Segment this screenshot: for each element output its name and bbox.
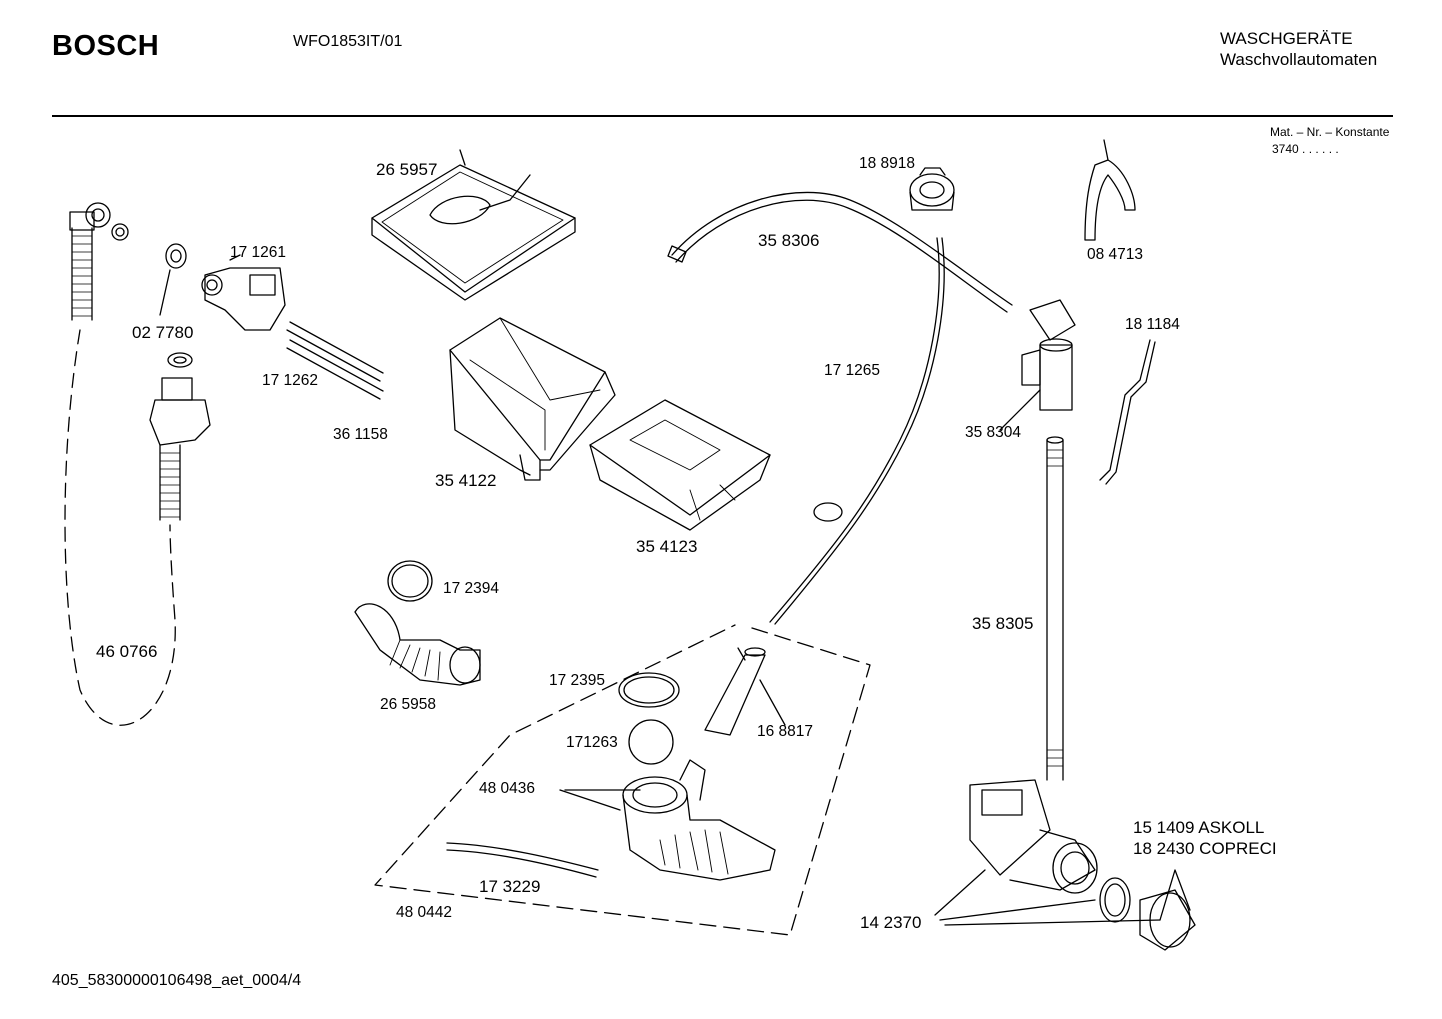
washer-drawing xyxy=(159,243,187,316)
part-label-173229[interactable]: 17 3229 xyxy=(479,877,541,896)
part-label-361158[interactable]: 36 1158 xyxy=(333,426,388,443)
part-label-265958[interactable]: 26 5958 xyxy=(380,696,437,713)
part-label-354122[interactable]: 35 4122 xyxy=(435,471,497,490)
brand-logo: BOSCH xyxy=(52,30,160,62)
part-label-151409[interactable]: 15 1409 ASKOLL xyxy=(1133,818,1265,837)
part-label-358304[interactable]: 35 8304 xyxy=(965,424,1022,441)
part-label-142370[interactable]: 14 2370 xyxy=(860,913,922,932)
part-label-168817[interactable]: 16 8817 xyxy=(757,723,814,740)
bellows-drawing xyxy=(354,560,481,686)
category-title: WASCHGERÄTE xyxy=(1220,29,1353,48)
drawer-cover-drawing xyxy=(371,149,576,301)
part-label-084713[interactable]: 08 4713 xyxy=(1087,246,1144,263)
mat-nr-label: Mat. – Nr. – Konstante xyxy=(1270,125,1390,139)
bracket-drawing xyxy=(1084,139,1136,241)
drain-pump-drawing xyxy=(934,779,1196,951)
valve-drawing xyxy=(201,254,286,331)
connector-358304-drawing xyxy=(999,299,1076,431)
drawer-housing-drawing xyxy=(449,317,616,481)
part-label-354123[interactable]: 35 4123 xyxy=(636,537,698,556)
sump-480436-drawing xyxy=(559,759,776,881)
hose-358306-drawing xyxy=(667,191,1013,313)
tubes-drawing xyxy=(286,321,384,400)
part-label-460766[interactable]: 46 0766 xyxy=(96,642,158,661)
part-label-171265[interactable]: 17 1265 xyxy=(824,362,881,379)
model-number: WFO1853IT/01 xyxy=(293,33,403,50)
part-label-358306[interactable]: 35 8306 xyxy=(758,231,820,250)
part-label-480436[interactable]: 48 0436 xyxy=(479,780,536,797)
inlet-hose-drawing xyxy=(64,202,211,726)
part-label-027780[interactable]: 02 7780 xyxy=(132,323,194,342)
hose-358305-drawing xyxy=(1046,436,1064,781)
detergent-drawer-drawing xyxy=(589,399,771,531)
part-label-172395[interactable]: 17 2395 xyxy=(549,672,606,689)
part-label-265957[interactable]: 26 5957 xyxy=(376,160,438,179)
pressure-switch-drawing xyxy=(909,167,955,211)
part-label-188918[interactable]: 18 8918 xyxy=(859,155,916,172)
tube-171265-drawing xyxy=(769,237,945,625)
mat-nr-value: 3740 . . . . . . xyxy=(1272,142,1339,156)
part-label-171261[interactable]: 17 1261 xyxy=(230,244,287,261)
sump-assembly-outline xyxy=(374,624,871,936)
part-label-358305[interactable]: 35 8305 xyxy=(972,614,1034,633)
ball-171263-drawing xyxy=(628,719,674,765)
rod-181184-drawing xyxy=(1099,339,1156,485)
part-label-480442[interactable]: 48 0442 xyxy=(396,904,453,921)
part-label-171263[interactable]: 171263 xyxy=(566,734,618,751)
part-label-171262[interactable]: 17 1262 xyxy=(262,372,319,389)
part-label-172394[interactable]: 17 2394 xyxy=(443,580,500,597)
part-label-182430[interactable]: 18 2430 COPRECI xyxy=(1133,839,1277,858)
ring-172395-drawing xyxy=(618,672,680,708)
category-subtitle: Waschvollautomaten xyxy=(1220,50,1378,69)
hose-173229-drawing xyxy=(446,842,599,878)
sensor-168817-drawing xyxy=(704,647,786,736)
part-label-181184[interactable]: 18 1184 xyxy=(1125,316,1180,333)
header-divider xyxy=(52,115,1393,117)
document-id: 405_58300000106498_aet_0004/4 xyxy=(52,972,302,989)
